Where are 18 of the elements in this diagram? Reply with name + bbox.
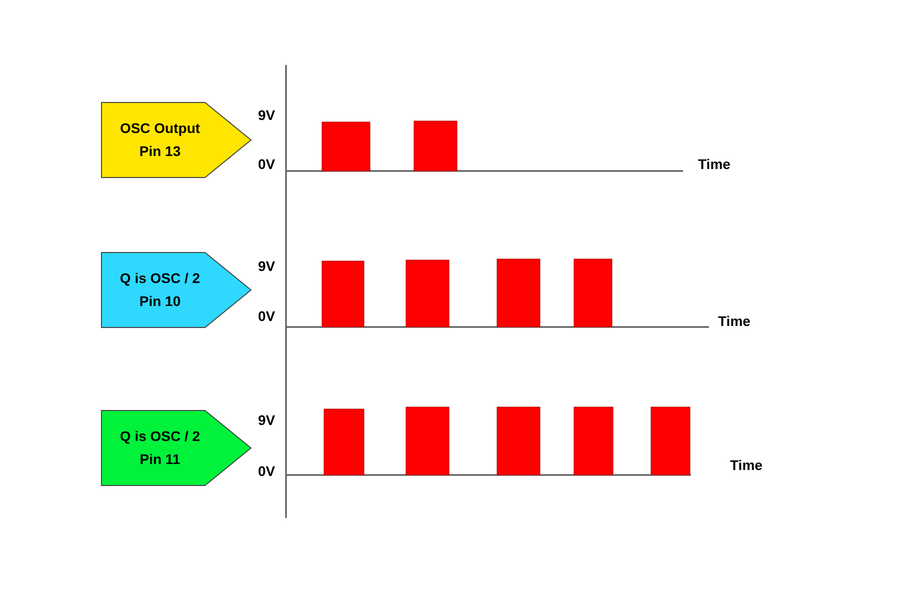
axis-label: Time [698,157,730,171]
axis-label: Time [718,314,750,328]
axis-label: Time [730,458,762,472]
pentagon-label [101,252,252,328]
label-text: Q is OSC / 2 [120,428,200,445]
voltage-label: 0V [258,157,276,171]
pentagon-label [101,410,252,486]
label-text: Pin 11 [140,451,180,468]
voltage-label: 9V [258,259,276,273]
label-text: Q is OSC / 2 [120,270,200,287]
label-text: OSC Output [120,120,200,137]
voltage-label: 0V [258,309,276,323]
label-text: Pin 10 [139,293,181,310]
voltage-label: 9V [258,108,276,122]
voltage-label: 0V [258,464,276,478]
voltage-label: 9V [258,413,276,427]
label-text: Pin 13 [139,143,181,160]
pentagon-label [101,102,252,178]
